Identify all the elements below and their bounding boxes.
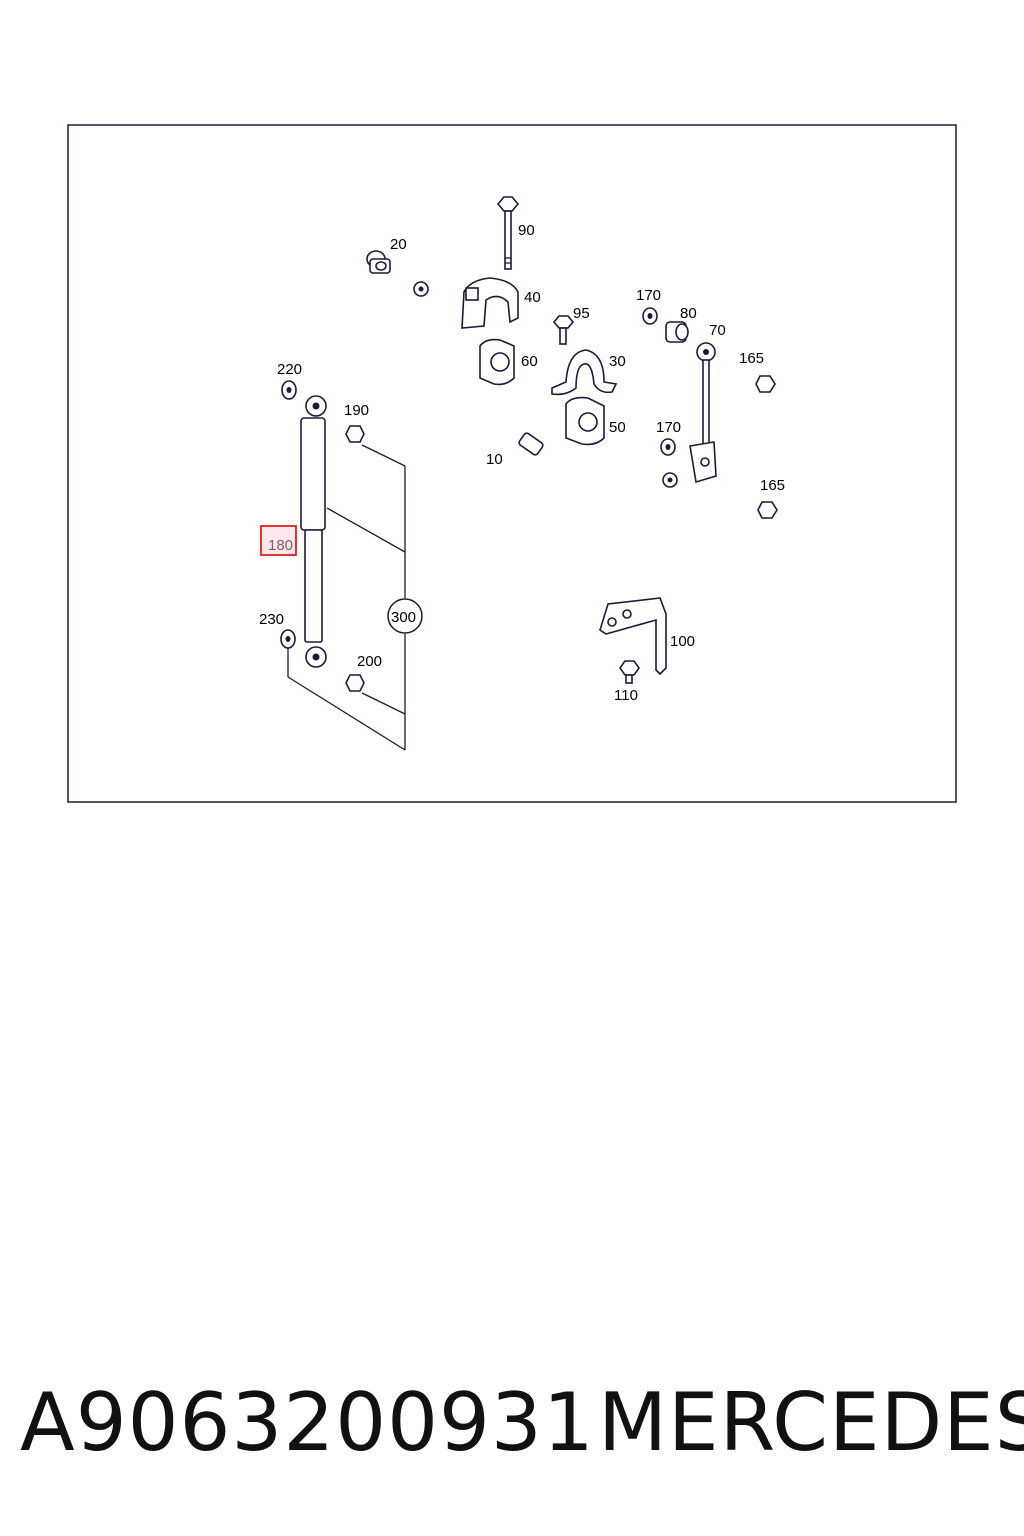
kit-300-lines <box>287 444 423 751</box>
clamp-30 <box>551 349 618 396</box>
washer-230 <box>280 629 296 649</box>
callout-300: 300 <box>391 609 416 626</box>
callout-200: 200 <box>357 653 382 670</box>
callout-20: 20 <box>390 236 407 253</box>
callout-220: 220 <box>277 361 302 378</box>
brand-caption: MERCEDES <box>598 1376 1024 1469</box>
bolt-165-top <box>719 366 776 393</box>
bushing-20 <box>366 250 391 274</box>
clamp-40 <box>461 277 519 329</box>
callout-165-top: 165 <box>739 350 764 367</box>
callout-180: 180 <box>268 537 293 554</box>
bushing-50 <box>565 396 605 446</box>
washer-220 <box>281 380 297 400</box>
bolt-110 <box>619 660 640 684</box>
washer-170-top <box>642 307 658 325</box>
bolt-165-bottom <box>725 485 778 519</box>
callout-90: 90 <box>518 222 535 239</box>
callout-190: 190 <box>344 402 369 419</box>
shock-absorber-180 <box>300 395 327 668</box>
callout-30: 30 <box>609 353 626 370</box>
bolt-190 <box>333 422 365 443</box>
callout-70: 70 <box>709 322 726 339</box>
washer-170-bottom <box>660 438 676 456</box>
callout-80: 80 <box>680 305 697 322</box>
callout-95: 95 <box>573 305 590 322</box>
stabilizer-bar <box>338 281 678 507</box>
callout-170-top: 170 <box>636 287 661 304</box>
callout-40: 40 <box>524 289 541 306</box>
parts-diagram: 10 20 30 40 50 60 70 80 90 95 100 110 16… <box>67 124 957 803</box>
callout-170-bottom: 170 <box>656 419 681 436</box>
bushing-60 <box>479 338 515 386</box>
callout-50: 50 <box>609 419 626 436</box>
kit-300-circle <box>387 598 423 634</box>
bolt-90 <box>496 196 520 270</box>
callout-230: 230 <box>259 611 284 628</box>
coupling-rod-70 <box>689 342 717 484</box>
callout-60: 60 <box>521 353 538 370</box>
bushing-80 <box>665 321 689 343</box>
callout-110: 110 <box>614 687 638 704</box>
callout-165-bottom: 165 <box>760 477 785 494</box>
callout-10: 10 <box>486 451 503 468</box>
bolt-95 <box>552 315 575 345</box>
highlight-box <box>260 525 297 556</box>
bracket-100 <box>599 597 667 676</box>
bolt-200 <box>333 670 365 692</box>
callout-100: 100 <box>670 633 695 650</box>
part-number-caption: A9063200931 <box>20 1376 595 1469</box>
diagram-frame <box>67 124 957 803</box>
